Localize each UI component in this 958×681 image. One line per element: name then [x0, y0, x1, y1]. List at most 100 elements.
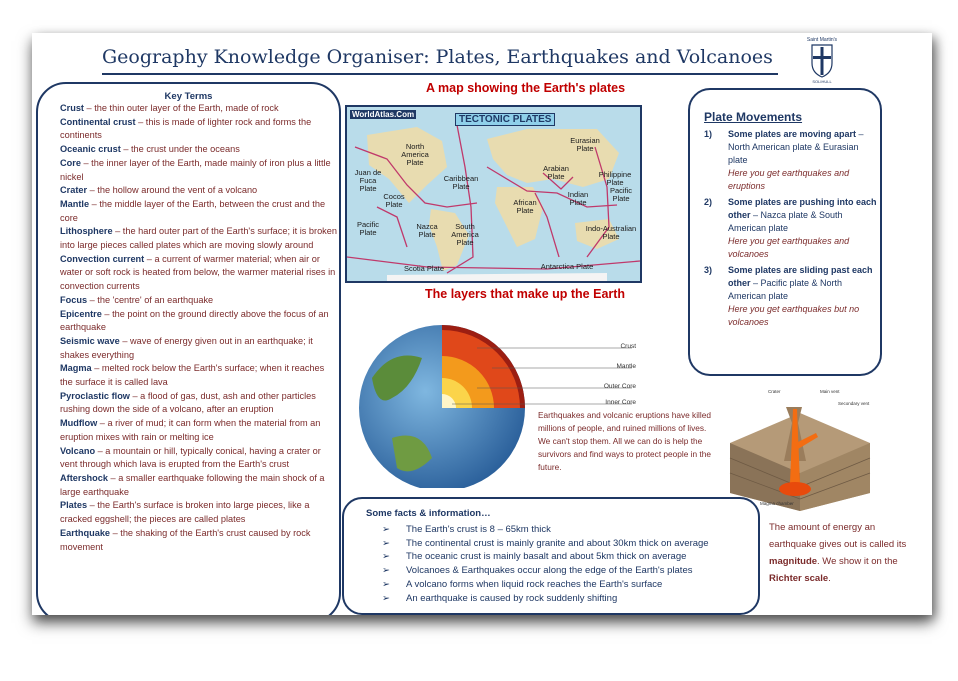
key-term-item: Plates – the Earth's surface is broken i… [60, 499, 338, 526]
key-term-item: Lithosphere – the hard outer part of the… [60, 225, 338, 252]
fact-text: The oceanic crust is mainly basalt and a… [406, 551, 687, 563]
facts-heading: Some facts & information… [366, 508, 491, 519]
map-heading: A map showing the Earth's plates [426, 81, 626, 95]
key-term-definition: – a river of mud; it can form when the m… [60, 418, 321, 442]
map-label: Scotia Plate [403, 264, 445, 273]
fact-text: The continental crust is mainly granite … [406, 537, 709, 549]
key-terms-heading: Key Terms [164, 91, 213, 102]
volcano-label: Secondary vent [838, 401, 870, 406]
key-term-word: Pyroclastic flow [60, 390, 130, 401]
plate-movement-item: 2) Some plates are pushing into each othe… [704, 196, 880, 261]
map-label: South America Plate [451, 222, 479, 247]
map-label: North America Plate [401, 142, 429, 167]
key-term-item: Volcano – a mountain or hill, typically … [60, 445, 338, 472]
plate-movement-number: 2) [704, 197, 713, 207]
key-term-word: Aftershock [60, 472, 108, 483]
fact-text: The Earth's crust is 8 – 65km thick [406, 524, 551, 535]
key-term-definition: – the middle layer of the Earth, between… [60, 198, 326, 223]
map-logo: WorldAtlas.Com [350, 110, 417, 119]
arrow-bullet-icon: ➢ [382, 524, 390, 535]
title-underline [102, 73, 778, 75]
key-terms-panel: Key Terms Crust – the thin outer layer o… [36, 82, 341, 615]
key-term-definition: – the crust under the oceans [120, 144, 240, 155]
key-term-word: Crater [60, 185, 88, 196]
plate-movement-result: Here you get earthquakes and volcanoes [728, 236, 850, 259]
key-term-word: Magma [60, 363, 92, 374]
volcano-label: Crater [768, 389, 781, 394]
map-label: Antarctica Plate [540, 262, 594, 271]
earth-cross-section: Crust Mantle Outer Core Inner Core [359, 325, 637, 491]
plate-movement-number: 3) [704, 265, 713, 275]
key-term-definition: – the hollow around the vent of a volcan… [87, 185, 258, 196]
key-term-item: Core – the inner layer of the Earth, mad… [60, 157, 338, 184]
key-term-word: Oceanic crust [60, 144, 121, 155]
plate-movement-example: – Pacific plate & North American plate [728, 278, 843, 301]
key-term-word: Convection current [60, 253, 145, 264]
earth-layers-diagram: Crust Mantle Outer Core Inner Core [352, 318, 642, 491]
key-term-item: Continental crust – this is made of ligh… [60, 116, 338, 143]
plate-movements-panel: Plate Movements 1)Some plates are moving… [688, 88, 882, 376]
key-term-definition: – the hard outer part of the Earth's sur… [60, 226, 337, 251]
layer-label: Outer Core [604, 383, 637, 390]
crest-name: Saint Martin's [806, 37, 838, 43]
key-term-word: Continental crust [60, 116, 136, 127]
key-term-item: Convection current – a current of warmer… [60, 253, 338, 294]
layer-label: Inner Core [605, 399, 636, 406]
key-term-definition: – a smaller earthquake following the mai… [60, 472, 325, 497]
magnitude-text: The amount of energy an earthquake gives… [769, 519, 909, 587]
plate-movement-result: Here you get earthquakes but no volcanoe… [728, 304, 860, 327]
key-term-item: Mantle – the middle layer of the Earth, … [60, 198, 338, 225]
plate-movement-example: – Nazca plate & South American plate [728, 210, 843, 233]
key-term-item: Mudflow – a river of mud; it can form wh… [60, 417, 338, 444]
fact-item: ➢An earthquake is caused by rock suddenl… [382, 592, 758, 606]
key-term-definition: – the Earth's surface is broken into lar… [60, 500, 310, 525]
map-label: Pacific Plate [356, 220, 380, 237]
facts-panel: Some facts & information… ➢ The Earth's c… [342, 497, 760, 615]
key-term-item: Magma – melted rock below the Earth's su… [60, 362, 338, 389]
key-terms-list: Crust – the thin outer layer of the Eart… [60, 102, 338, 554]
key-term-item: Focus – the 'centre' of an earthquake [60, 294, 338, 308]
magnitude-post: . [828, 573, 831, 584]
fact-text: A volcano forms when liquid rock reaches… [406, 578, 663, 590]
plate-movement-result: Here you get earthquakes and eruptions [728, 168, 850, 191]
fact-item: ➢A volcano forms when liquid rock reache… [382, 578, 758, 592]
map-label: Philippine Plate [598, 170, 632, 187]
richter-term: Richter scale [769, 573, 829, 584]
map-label: Arabian Plate [543, 164, 569, 181]
key-term-word: Mudflow [60, 418, 98, 429]
fact-item: ➢ The Earth's crust is 8 – 65km thick [382, 523, 758, 537]
plate-movement-type: Some plates are pushing into each other [728, 197, 877, 220]
magnitude-mid: . We show it on the [817, 556, 898, 567]
map-label: Juan de Fuca Plate [354, 168, 382, 193]
key-term-definition: – the thin outer layer of the Earth, mad… [84, 103, 279, 113]
key-term-item: Seismic wave – wave of energy given out … [60, 335, 338, 362]
map-label: Eurasian Plate [570, 136, 600, 153]
school-crest: Saint Martin's SOLIHULL [802, 37, 842, 85]
key-term-definition: – a current of warmer material; when air… [60, 253, 336, 292]
key-term-item: Crater – the hollow around the vent of a… [60, 184, 338, 198]
arrow-bullet-icon: ➢ [382, 537, 390, 549]
knowledge-organiser-sheet: Geography Knowledge Organiser: Plates, E… [32, 33, 932, 615]
map-title: TECTONIC PLATES [455, 113, 556, 126]
volcano-diagram: Crater Main vent Secondary vent Magma ch… [720, 383, 880, 513]
fact-text: Volcanoes & Earthquakes occur along the … [406, 565, 693, 577]
tectonic-plates-map: WorldAtlas.Com TECTONIC PLATES North Ame… [345, 105, 642, 283]
magnitude-term: magnitude [769, 556, 818, 567]
crest-town: SOLIHULL [812, 79, 832, 84]
volcano-cross-section: Crater Main vent Secondary vent Magma ch… [729, 389, 871, 511]
key-term-word: Volcano [60, 445, 96, 456]
world-map-graphic [347, 124, 640, 281]
key-term-definition: – a flood of gas, dust, ash and other pa… [60, 390, 316, 415]
plate-movement-number: 1) [704, 129, 713, 139]
key-term-item: Crust – the thin outer layer of the Eart… [60, 102, 338, 116]
key-term-definition: – melted rock below the Earth's surface;… [60, 363, 325, 388]
arrow-bullet-icon: ➢ [382, 592, 390, 604]
earthquake-impact-text: Earthquakes and volcanic eruptions have … [538, 410, 711, 472]
key-term-item: Aftershock – a smaller earthquake follow… [60, 472, 338, 499]
plate-movement-item: 1)Some plates are moving apart – North A… [704, 128, 880, 193]
fact-item: ➢Volcanoes & Earthquakes occur along the… [382, 564, 758, 578]
volcano-label: Main vent [820, 389, 840, 394]
plate-movement-type: Some plates are sliding past each other [728, 265, 873, 288]
key-term-word: Seismic wave [60, 335, 120, 346]
key-term-item: Pyroclastic flow – a flood of gas, dust,… [60, 390, 338, 417]
